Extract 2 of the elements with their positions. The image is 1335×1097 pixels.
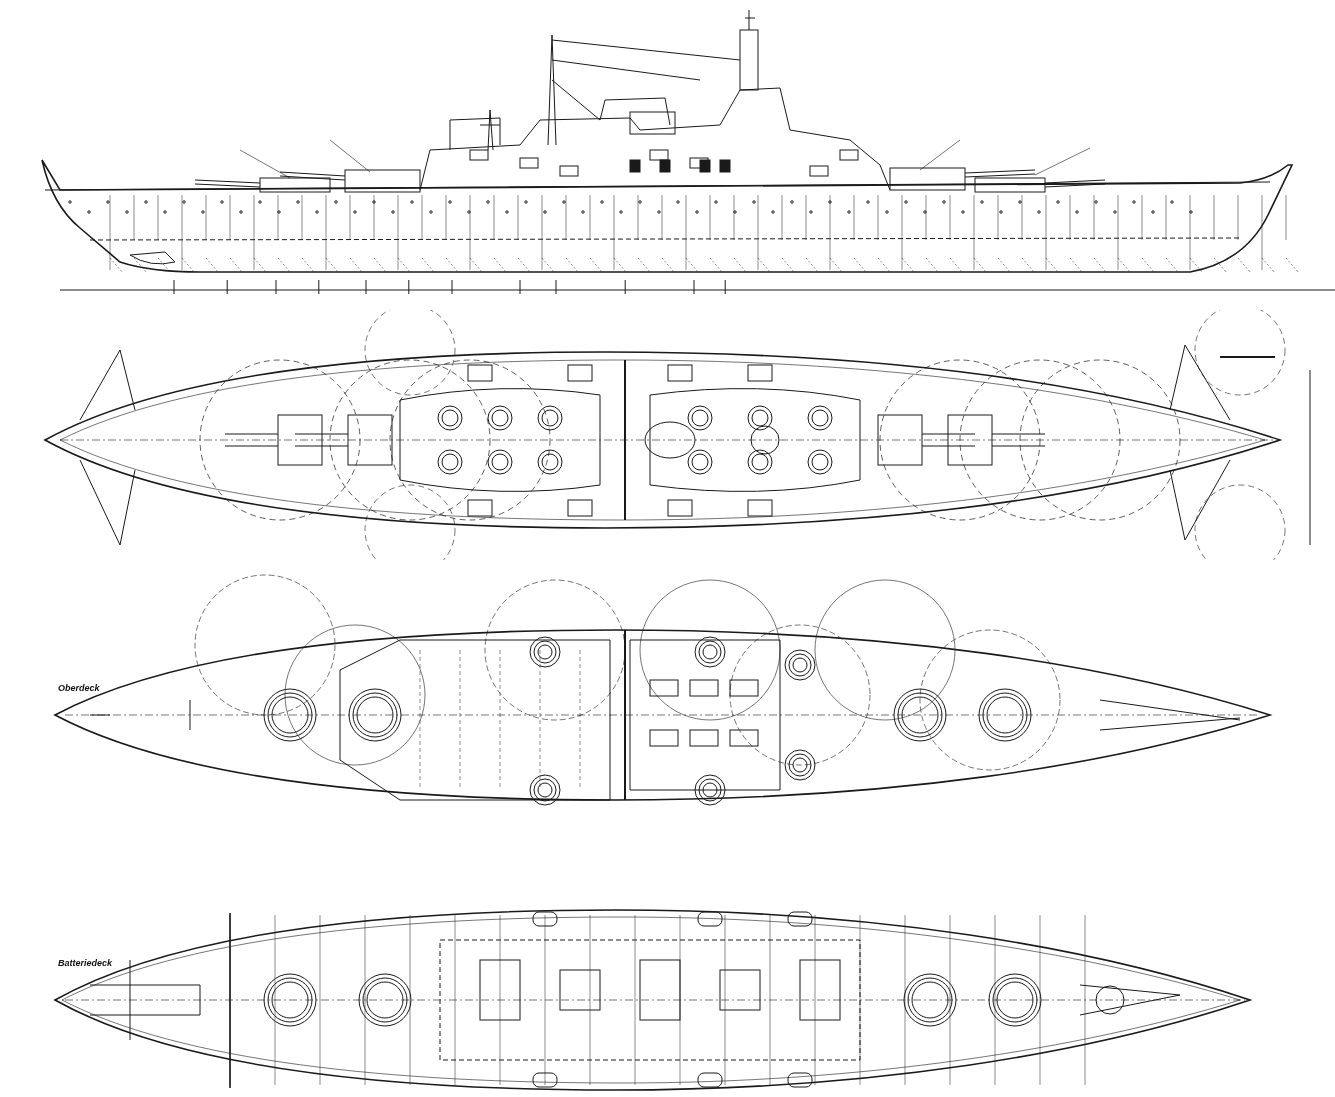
deck-label: Batteriedeck: [58, 958, 113, 968]
deck-label: Oberdeck: [58, 683, 100, 693]
